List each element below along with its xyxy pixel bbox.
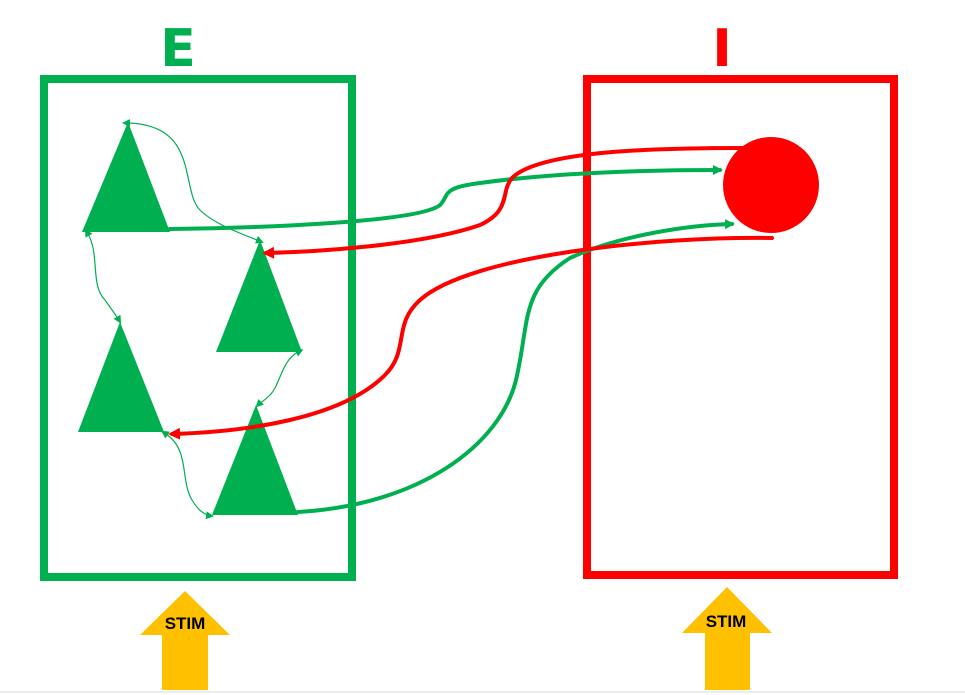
inhibitory-population-box xyxy=(583,75,898,579)
excitatory-neuron-3 xyxy=(78,322,164,432)
recurrent-excitatory-connection-2-4 xyxy=(255,349,304,408)
inhibitory-to-excitatory-connection-1 xyxy=(262,146,746,259)
excitatory-population-label: E xyxy=(160,19,196,79)
recurrent-excitatory-connection-1-3 xyxy=(85,228,121,324)
excitatory-stimulus-arrow: STIM xyxy=(140,591,230,690)
inhibitory-stimulus-arrow: STIM xyxy=(682,587,772,690)
excitatory-neuron-2 xyxy=(216,240,302,352)
inhibitory-stim-label: STIM xyxy=(706,612,747,631)
excitatory-to-inhibitory-connection-1 xyxy=(168,165,723,231)
recurrent-excitatory-connection-1-2 xyxy=(122,119,264,244)
excitatory-to-inhibitory-connection-2 xyxy=(296,219,735,514)
excitatory-neuron-4 xyxy=(212,405,298,515)
inhibitory-stim-arrow-shape xyxy=(682,587,772,690)
excitatory-population-box xyxy=(40,75,356,581)
excitatory-stim-arrow-shape xyxy=(140,591,230,690)
excitatory-neuron-1 xyxy=(82,122,170,232)
inhibitory-population-label: I xyxy=(712,19,731,79)
recurrent-excitatory-connection-3-4 xyxy=(161,430,214,520)
inhibitory-to-excitatory-connection-2 xyxy=(168,235,774,440)
excitatory-stim-label: STIM xyxy=(165,614,206,633)
inhibitory-neuron xyxy=(723,137,819,233)
